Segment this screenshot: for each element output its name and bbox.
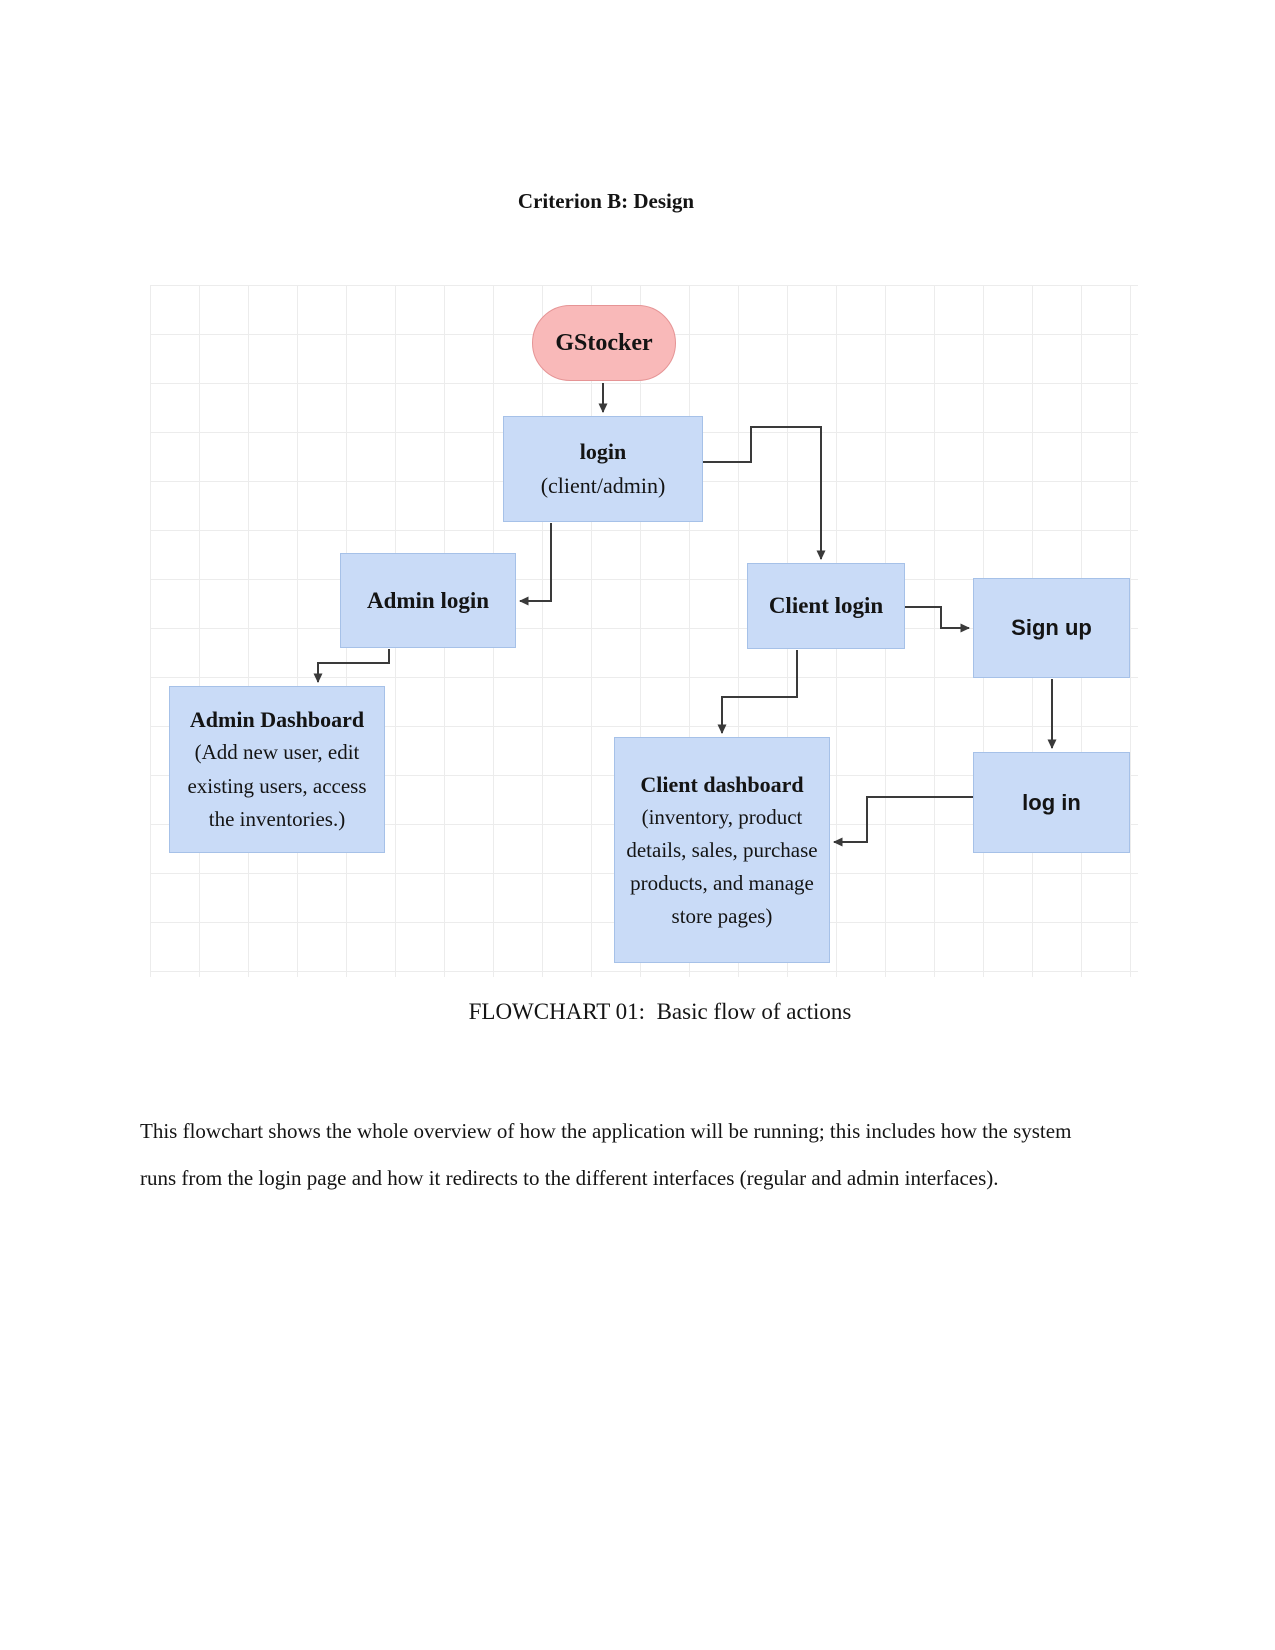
flowchart-node-admin-login: Admin login — [340, 553, 516, 648]
flowchart-node-client-login: Client login — [747, 563, 905, 649]
page-title: Criterion B: Design — [517, 189, 695, 213]
flowchart-node-admin-dashboard: Admin Dashboard (Add new user, edit exis… — [169, 686, 385, 853]
flowchart-node-gstocker: GStocker — [532, 305, 676, 381]
flowchart-node-client-dashboard: Client dashboard (inventory, product det… — [614, 737, 830, 963]
flowchart-node-login: login (client/admin) — [503, 416, 703, 522]
login-node-title: login — [579, 439, 627, 464]
flowchart-node-log-in: log in — [973, 752, 1130, 853]
sign-up-label: Sign up — [1011, 615, 1092, 640]
admin-dashboard-subtitle: (Add new user, edit existing users, acce… — [187, 740, 367, 831]
body-paragraph: This flowchart shows the whole overview … — [140, 1119, 1072, 1190]
figure-caption: FLOWCHART 01: Basic flow of actions — [468, 999, 852, 1024]
client-dashboard-subtitle: (inventory, product details, sales, purc… — [626, 804, 818, 928]
log-in-label: log in — [1022, 789, 1081, 815]
client-login-label: Client login — [768, 593, 884, 618]
login-node-subtitle: (client/admin) — [540, 473, 666, 498]
client-dashboard-title: Client dashboard — [640, 771, 804, 797]
admin-login-label: Admin login — [366, 587, 490, 613]
flowchart-node-sign-up: Sign up — [973, 578, 1130, 678]
admin-dashboard-title: Admin Dashboard — [189, 706, 365, 732]
gstocker-label: GStocker — [555, 329, 653, 356]
